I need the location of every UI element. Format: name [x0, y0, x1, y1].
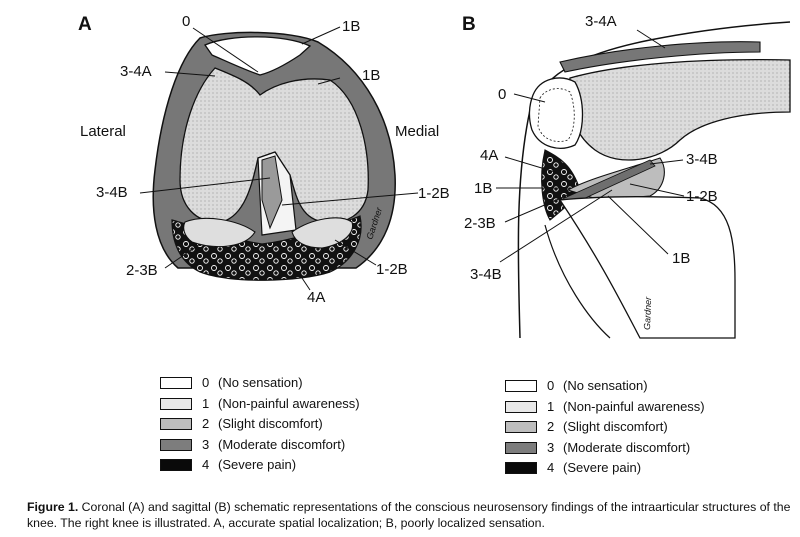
legend-number: 3	[547, 438, 563, 459]
legend-item: 4 (Severe pain)	[505, 458, 705, 479]
legend-item: 3 (Moderate discomfort)	[160, 435, 360, 456]
legend-swatch-1	[160, 398, 192, 410]
legend-text: (Non-painful awareness)	[218, 394, 360, 415]
legend-number: 3	[202, 435, 218, 456]
legend-b: 0 (No sensation) 1 (Non-painful awarenes…	[505, 376, 705, 479]
figure-caption: Figure 1. Coronal (A) and sagittal (B) s…	[27, 499, 797, 531]
legend-swatch-0	[505, 380, 537, 392]
legend-item: 0 (No sensation)	[160, 373, 360, 394]
legend-item: 0 (No sensation)	[505, 376, 705, 397]
legend-text: (No sensation)	[218, 373, 303, 394]
legend-item: 2 (Slight discomfort)	[505, 417, 705, 438]
legend-swatch-4	[505, 462, 537, 474]
legend-number: 4	[547, 458, 563, 479]
legend-text: (Slight discomfort)	[563, 417, 668, 438]
legend-swatch-1	[505, 401, 537, 413]
label-a-12b-upper: 1-2B	[418, 185, 450, 202]
legend-item: 4 (Severe pain)	[160, 455, 360, 476]
label-a-34a: 3-4A	[120, 63, 152, 80]
legend-number: 0	[202, 373, 218, 394]
label-a-4a: 4A	[307, 289, 325, 306]
legend-a: 0 (No sensation) 1 (Non-painful awarenes…	[160, 373, 360, 476]
legend-number: 2	[202, 414, 218, 435]
label-a-medial: Medial	[395, 123, 439, 140]
panel-a-diagram: Gardner	[153, 32, 395, 280]
legend-swatch-2	[160, 418, 192, 430]
label-a-12b-lower: 1-2B	[376, 261, 408, 278]
legend-text: (Non-painful awareness)	[563, 397, 705, 418]
femur	[569, 60, 790, 160]
panel-b-label: B	[462, 14, 476, 35]
legend-number: 4	[202, 455, 218, 476]
legend-text: (Moderate discomfort)	[218, 435, 345, 456]
legend-item: 1 (Non-painful awareness)	[160, 394, 360, 415]
caption-text: Coronal (A) and sagittal (B) schematic r…	[27, 500, 790, 530]
caption-lead: Figure 1.	[27, 500, 78, 514]
legend-text: (No sensation)	[563, 376, 648, 397]
legend-item: 2 (Slight discomfort)	[160, 414, 360, 435]
legend-item: 3 (Moderate discomfort)	[505, 438, 705, 459]
label-b-34b-bottom: 3-4B	[470, 266, 502, 283]
legend-number: 1	[547, 397, 563, 418]
label-b-34a: 3-4A	[585, 13, 617, 30]
legend-text: (Moderate discomfort)	[563, 438, 690, 459]
legend-text: (Severe pain)	[563, 458, 641, 479]
legend-swatch-0	[160, 377, 192, 389]
label-a-1b-mid: 1B	[362, 67, 380, 84]
legend-text: (Severe pain)	[218, 455, 296, 476]
label-a-0: 0	[182, 13, 190, 30]
label-a-1b-top: 1B	[342, 18, 360, 35]
label-b-23b: 2-3B	[464, 215, 496, 232]
patella	[529, 78, 582, 148]
label-a-lateral: Lateral	[80, 123, 126, 140]
label-b-1b-left: 1B	[474, 180, 492, 197]
label-a-34b: 3-4B	[96, 184, 128, 201]
panel-b-diagram: Gardner	[518, 22, 790, 338]
legend-swatch-3	[160, 439, 192, 451]
label-b-34b-right: 3-4B	[686, 151, 718, 168]
label-b-1b-right: 1B	[672, 250, 690, 267]
legend-text: (Slight discomfort)	[218, 414, 323, 435]
label-b-4a: 4A	[480, 147, 498, 164]
legend-number: 1	[202, 394, 218, 415]
legend-item: 1 (Non-painful awareness)	[505, 397, 705, 418]
legend-swatch-2	[505, 421, 537, 433]
label-b-12b: 1-2B	[686, 188, 718, 205]
signature-b: Gardner	[642, 296, 653, 330]
label-a-23b: 2-3B	[126, 262, 158, 279]
legend-swatch-4	[160, 459, 192, 471]
legend-number: 2	[547, 417, 563, 438]
legend-number: 0	[547, 376, 563, 397]
label-b-0: 0	[498, 86, 506, 103]
legend-swatch-3	[505, 442, 537, 454]
panel-a-label: A	[78, 14, 92, 35]
